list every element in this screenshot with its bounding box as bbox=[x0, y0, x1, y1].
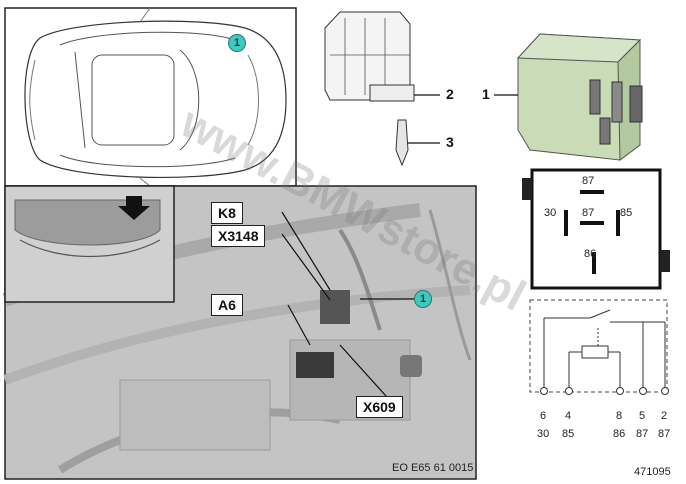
terminal-number: 8 bbox=[616, 410, 623, 422]
terminal-function: 87 bbox=[658, 428, 671, 440]
terminal-number: 2 bbox=[661, 410, 668, 422]
pin-87-top: 87 bbox=[582, 175, 595, 187]
contact-terminal bbox=[395, 119, 409, 167]
label-x609: X609 bbox=[356, 396, 403, 418]
label-k8: K8 bbox=[211, 202, 243, 224]
terminal-function: 30 bbox=[537, 428, 550, 440]
callout-marker-car: 1 bbox=[228, 34, 246, 52]
connector-housing bbox=[324, 11, 415, 102]
photo-code: EO E65 61 0015 bbox=[392, 462, 474, 474]
relay-pin-face bbox=[522, 168, 670, 290]
terminal-function: 85 bbox=[562, 428, 575, 440]
part-number-2: 2 bbox=[446, 86, 454, 102]
pin-30: 30 bbox=[544, 207, 557, 219]
pin-86: 86 bbox=[584, 248, 597, 260]
pin-85: 85 bbox=[620, 207, 633, 219]
diagram-id: 471095 bbox=[634, 466, 671, 478]
circuit-schematic bbox=[529, 299, 669, 395]
terminal-number: 5 bbox=[639, 410, 646, 422]
label-a6: A6 bbox=[211, 294, 243, 316]
label-x3148: X3148 bbox=[211, 225, 266, 247]
pin-87-center: 87 bbox=[582, 207, 595, 219]
terminal-number: 4 bbox=[565, 410, 572, 422]
leader-lines bbox=[281, 94, 518, 407]
terminal-function: 87 bbox=[636, 428, 649, 440]
part-number-1: 1 bbox=[482, 86, 490, 102]
part-number-3: 3 bbox=[446, 134, 454, 150]
terminal-number: 6 bbox=[540, 410, 547, 422]
callout-marker-photo: 1 bbox=[414, 290, 432, 308]
terminal-function: 86 bbox=[613, 428, 626, 440]
car-top-view bbox=[4, 7, 297, 187]
relay-body bbox=[516, 33, 643, 161]
